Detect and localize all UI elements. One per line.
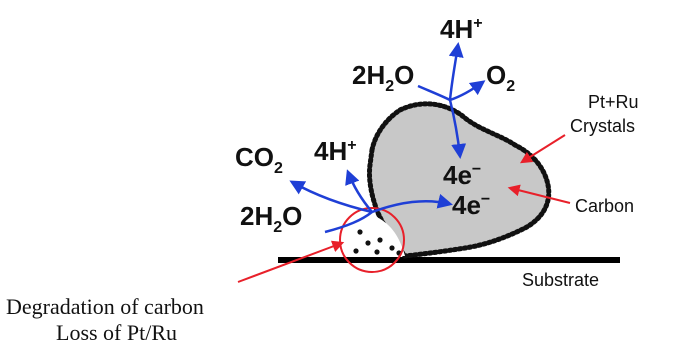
arrow-top-to-o2 bbox=[449, 80, 486, 102]
low-2h2o-label: 2H2O bbox=[240, 201, 302, 236]
detached-particle bbox=[353, 248, 359, 254]
caption-degradation-line2: Loss of Pt/Ru bbox=[56, 320, 178, 345]
low-4e-label: 4e− bbox=[452, 190, 490, 220]
top-4e-label: 4e− bbox=[443, 160, 481, 190]
detached-particle bbox=[374, 249, 380, 255]
crystals-label-line1: Pt+Ru bbox=[588, 92, 639, 112]
substrate-bar bbox=[278, 257, 620, 263]
top-o2-label: O2 bbox=[486, 60, 515, 95]
arrow-low-to-4h bbox=[345, 169, 373, 213]
detached-particle bbox=[377, 237, 383, 243]
arrow-top-h2o-in bbox=[417, 84, 451, 102]
detached-particle bbox=[389, 245, 395, 251]
arrow-to-carbon bbox=[507, 184, 571, 204]
arrow-top-to-4e bbox=[448, 99, 467, 159]
top-4h-label: 4H+ bbox=[440, 14, 483, 44]
arrow-top-to-4h bbox=[448, 42, 464, 101]
detached-particle bbox=[365, 240, 371, 246]
arrow-low-to-co2 bbox=[289, 180, 373, 214]
crystals-label-line2: Crystals bbox=[570, 116, 635, 136]
arrow-low-to-4e bbox=[371, 193, 453, 214]
carbon-label: Carbon bbox=[575, 196, 634, 216]
arrow-to-degradation bbox=[237, 240, 345, 283]
detached-particle bbox=[357, 229, 363, 235]
mid-4h-label: 4H+ bbox=[314, 136, 357, 166]
substrate-label: Substrate bbox=[522, 270, 599, 290]
degradation-highlight-circle bbox=[339, 207, 405, 273]
top-2h2o-label: 2H2O bbox=[352, 60, 414, 95]
caption-degradation-line1: Degradation of carbon bbox=[6, 294, 204, 319]
mid-co2-label: CO2 bbox=[235, 142, 283, 177]
eroded-region bbox=[372, 215, 405, 256]
arrow-low-h2o-in bbox=[324, 211, 373, 234]
arrow-to-crystals bbox=[519, 134, 566, 164]
